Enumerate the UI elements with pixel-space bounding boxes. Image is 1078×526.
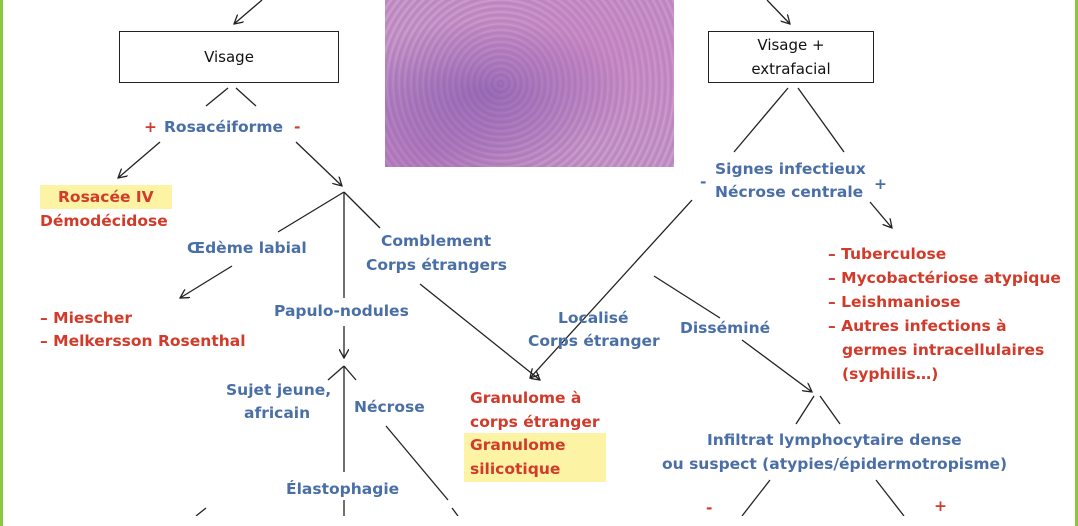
oedeme-labial-label: Œdème labial: [187, 239, 307, 257]
signes-minus-sign: -: [700, 173, 707, 191]
infiltrat-label-line2: ou suspect (atypies/épidermotropisme): [662, 455, 1008, 473]
necrose-label: Nécrose: [354, 398, 425, 416]
comblement-label-line2: Corps étrangers: [366, 256, 507, 274]
demodecidose-label: Démodécidose: [40, 212, 168, 230]
sujet-jeune-label-line1: Sujet jeune,: [226, 381, 332, 399]
visage-extrafacial-box: Visage + extrafacial: [708, 31, 874, 83]
granulome-corps-etranger-line2: corps étranger: [470, 413, 600, 431]
infection-item: – Tuberculose: [828, 245, 947, 263]
miescher-label: – Miescher: [40, 309, 133, 327]
necrose-centrale-label: Nécrose centrale: [715, 183, 864, 201]
localise-label-line2: Corps étranger: [528, 332, 660, 350]
histology-micrograph: [385, 0, 674, 167]
infection-item: – Autres infections à: [828, 317, 1007, 335]
dissemine-label: Disséminé: [680, 319, 771, 337]
papulo-nodules-label: Papulo-nodules: [274, 302, 409, 320]
rosacee-iv-label: Rosacée IV: [40, 185, 172, 209]
visage-box: Visage: [119, 31, 339, 83]
granulome-silicotique-line2: silicotique: [470, 460, 561, 478]
infections-list: – Tuberculose – Mycobactériose atypique …: [828, 242, 1061, 386]
granulome-silicotique-highlight: [464, 433, 606, 482]
infection-item: germes intracellulaires: [842, 341, 1045, 359]
rosaceiforme-label: Rosacéiforme: [164, 118, 283, 136]
elastophagie-label: Élastophagie: [286, 480, 400, 498]
infiltrat-label-line1: Infiltrat lymphocytaire dense: [707, 431, 962, 449]
sujet-jeune-label-line2: africain: [244, 404, 311, 422]
signes-plus-sign: +: [874, 175, 887, 193]
rosaceiforme-plus-sign: +: [144, 118, 157, 136]
granulome-corps-etranger-line1: Granulome à: [470, 389, 582, 407]
localise-label-line1: Localisé: [558, 309, 629, 327]
infiltrat-plus-sign: +: [934, 497, 947, 515]
visage-extrafacial-label-line2: extrafacial: [751, 60, 831, 78]
melkersson-label: – Melkersson Rosenthal: [40, 332, 246, 350]
visage-extrafacial-label-line1: Visage +: [757, 36, 825, 54]
infection-item: – Mycobactériose atypique: [828, 269, 1061, 287]
visage-box-label: Visage: [204, 48, 254, 66]
comblement-label-line1: Comblement: [381, 232, 492, 250]
infection-item: – Leishmaniose: [828, 293, 961, 311]
infection-item: (syphilis…): [842, 365, 939, 383]
signes-infectieux-label: Signes infectieux: [715, 160, 866, 178]
rosaceiforme-minus-sign: -: [294, 118, 301, 136]
granulome-silicotique-line1: Granulome: [470, 436, 566, 454]
infiltrat-minus-sign: -: [706, 499, 713, 517]
